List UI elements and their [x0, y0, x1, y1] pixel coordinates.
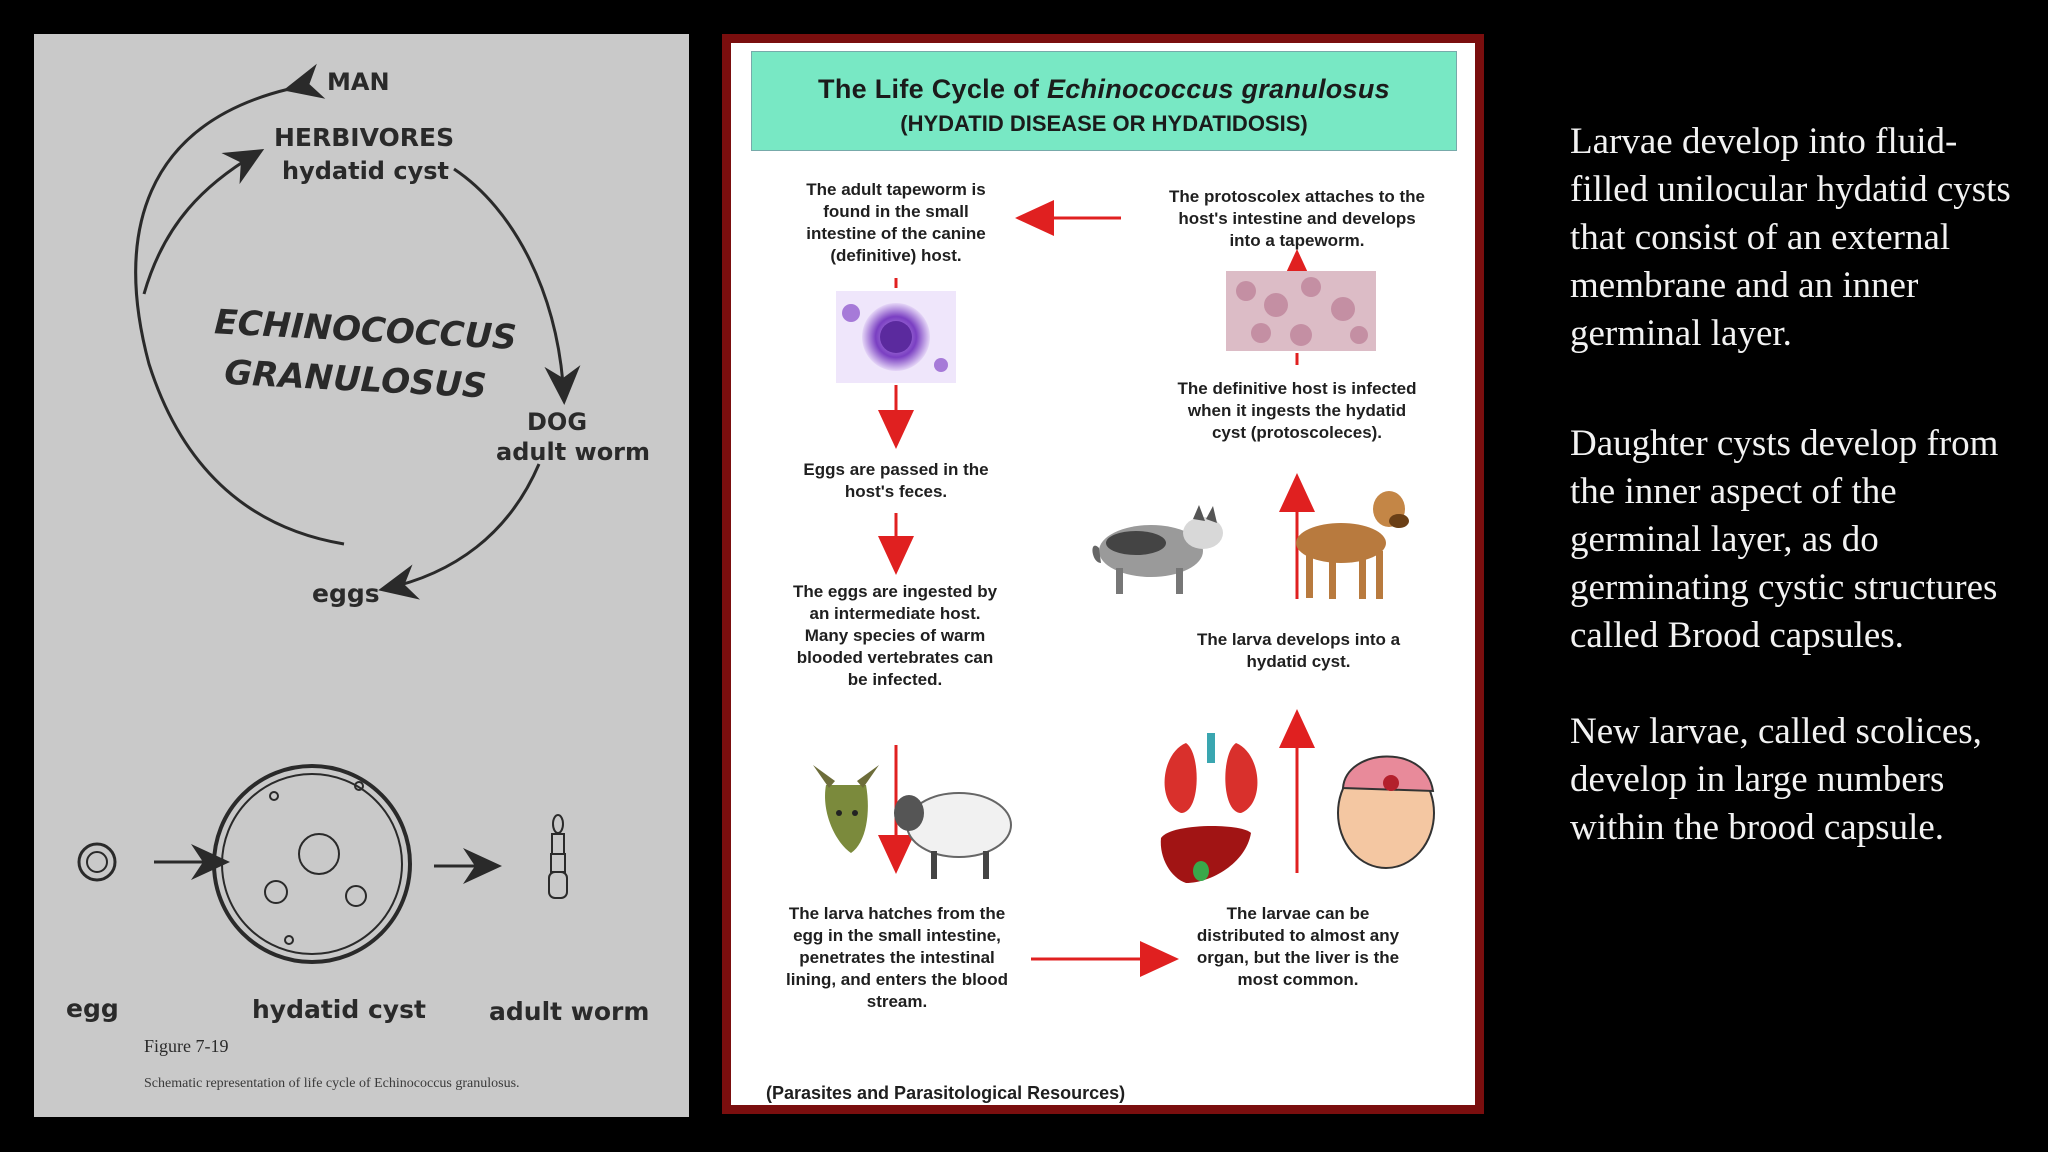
sheep-image	[894, 793, 1011, 879]
cycle-arc-right	[454, 169, 564, 399]
step-larva-hatches: The larva hatches from the egg in the sm…	[779, 903, 1015, 1013]
label-dog: DOG	[527, 408, 587, 436]
label-eggs: eggs	[312, 579, 380, 608]
label-organism-line2: GRANULOSUS	[223, 353, 487, 407]
stage-label-hydatid-cyst: hydatid cyst	[252, 995, 426, 1024]
label-man: MAN	[327, 68, 390, 96]
protoscolex-tissue-image	[1226, 271, 1376, 351]
cycle-drawing: MAN HERBIVORES hydatid cyst ECHINOCOCCUS…	[34, 34, 689, 1117]
stage-label-adult-worm: adult worm	[489, 997, 649, 1026]
step-eggs-ingested: The eggs are ingested by an intermediate…	[789, 581, 1001, 691]
stage-label-egg: egg	[66, 994, 119, 1023]
figure-caption: Schematic representation of life cycle o…	[144, 1076, 520, 1092]
step-definitive-host: The definitive host is infected when it …	[1173, 378, 1421, 444]
chart-body: The Life Cycle of Echinococcus granulosu…	[731, 43, 1475, 1105]
lungs-image	[1165, 733, 1258, 813]
hydatid-cyst-drawing	[214, 766, 410, 962]
note-paragraph-3: New larvae, called scolices, develop in …	[1570, 708, 2030, 852]
note-paragraph-1: Larvae develop into fluid-filled unilocu…	[1570, 118, 2030, 358]
dog-image	[1296, 491, 1409, 599]
brain-head-image	[1338, 756, 1434, 868]
step-eggs-passed: Eggs are passed in the host's feces.	[796, 459, 996, 503]
label-herbivores: HERBIVORES	[274, 123, 454, 152]
note-paragraph-2: Daughter cysts develop from the inner as…	[1570, 420, 2030, 660]
step-larva-develops: The larva develops into a hydatid cyst.	[1181, 629, 1416, 673]
chart-citation: (Parasites and Parasitological Resources…	[766, 1083, 1125, 1104]
wolf-image	[1092, 505, 1223, 594]
label-adult-worm: adult worm	[496, 438, 650, 466]
figure-label: Figure 7-19	[144, 1036, 229, 1057]
egg-drawing	[79, 844, 115, 880]
adult-worm-drawing	[549, 815, 567, 898]
schematic-figure: MAN HERBIVORES hydatid cyst ECHINOCOCCUS…	[34, 34, 689, 1117]
liver-image	[1161, 826, 1251, 883]
life-cycle-chart: The Life Cycle of Echinococcus granulosu…	[722, 34, 1484, 1114]
goat-image	[813, 765, 879, 853]
step-protoscolex: The protoscolex attaches to the host's i…	[1166, 186, 1428, 252]
cycle-arc-bottom	[384, 464, 539, 589]
step-larvae-distributed: The larvae can be distributed to almost …	[1183, 903, 1413, 991]
label-hydatid-cyst: hydatid cyst	[282, 157, 449, 185]
notes-text: Larvae develop into fluid-filled unilocu…	[1570, 118, 2030, 852]
step-adult-tapeworm: The adult tapeworm is found in the small…	[791, 179, 1001, 267]
egg-micrograph-image	[836, 291, 956, 383]
label-organism-line1: ECHINOCOCCUS	[213, 302, 517, 358]
